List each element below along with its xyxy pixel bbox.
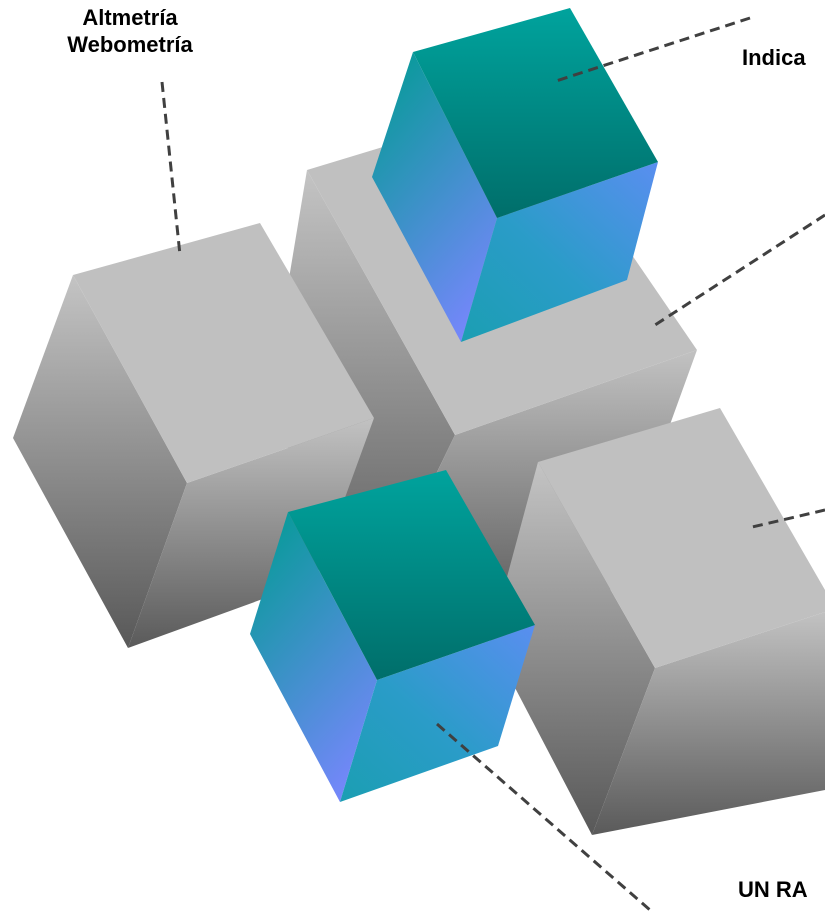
indica-label: Indica [742, 44, 806, 71]
altmetria-label-line1: Altmetría [0, 4, 260, 31]
right-grey-cube [490, 408, 825, 835]
un-ra-label: UN RA [738, 876, 808, 903]
leader-line-altmetria [162, 82, 180, 255]
altmetria-webometria-label: Altmetría Webometría [0, 4, 260, 58]
altmetria-label-line2: Webometría [0, 31, 260, 58]
leader-line-central-block [655, 215, 825, 325]
